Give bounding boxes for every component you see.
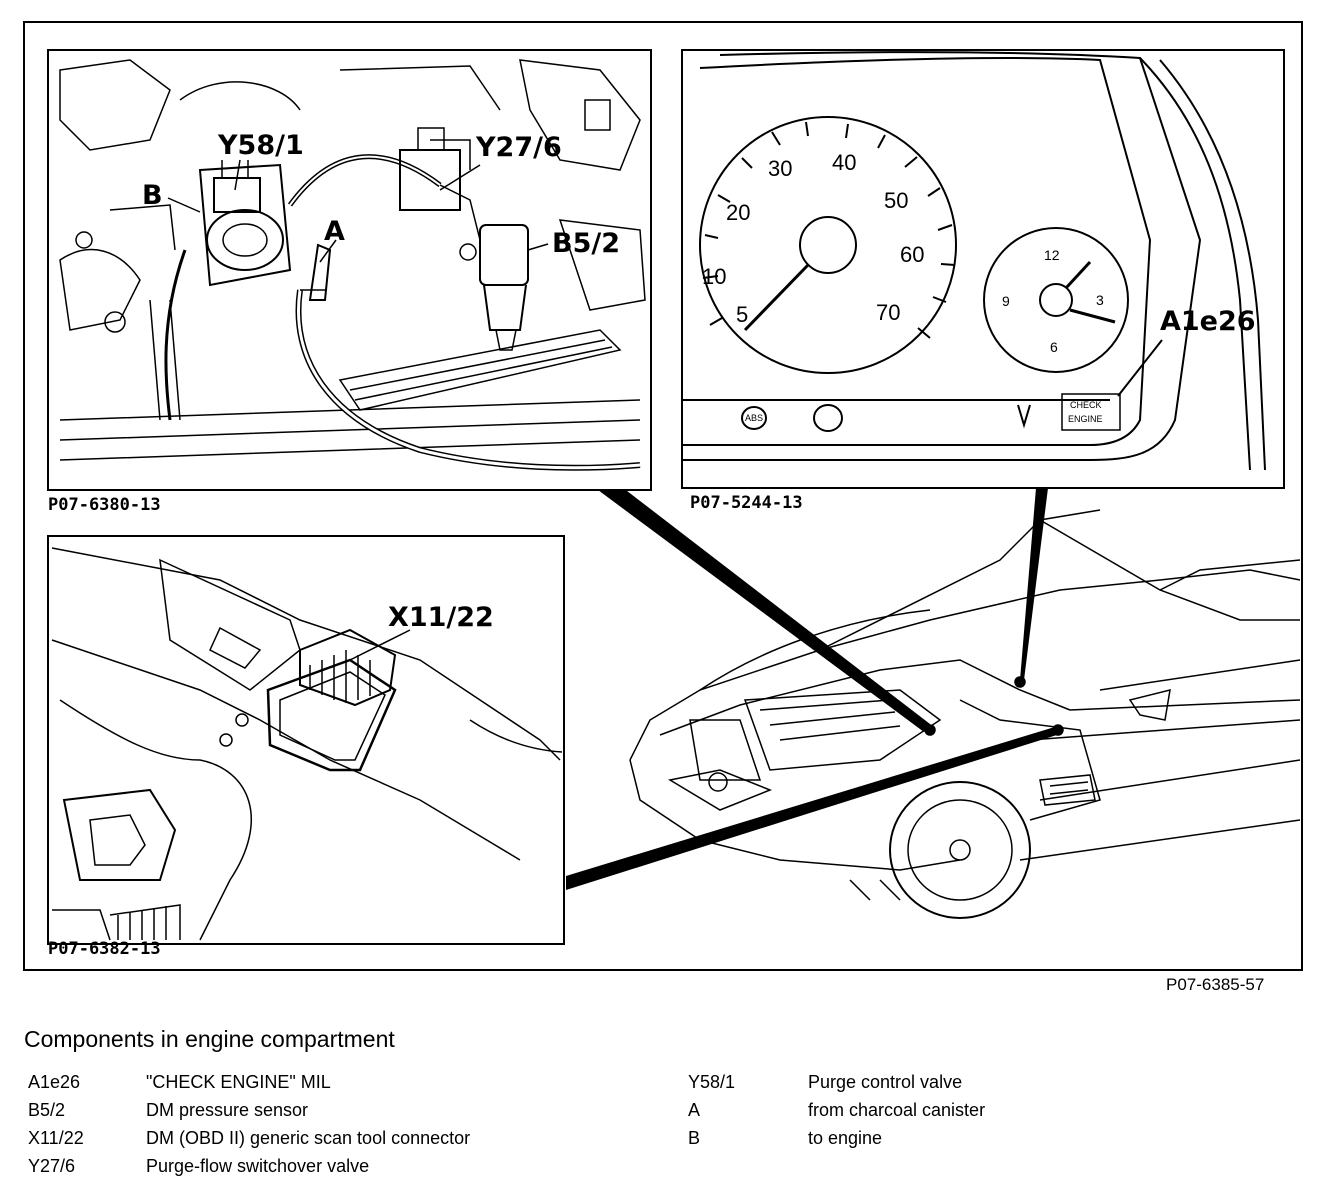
legend-left-column: A1e26 "CHECK ENGINE" MIL B5/2 DM pressur… — [28, 1068, 470, 1180]
legend-desc: Purge-flow switchover valve — [146, 1156, 370, 1176]
legend-code: A1e26 — [28, 1072, 81, 1092]
label-y58-1: Y58/1 — [217, 130, 304, 161]
speedo-tick-60: 60 — [900, 242, 924, 267]
panel-id-connector: P07-6382-13 — [48, 939, 161, 959]
legend-code: B — [688, 1128, 701, 1148]
label-b5-2: B5/2 — [552, 228, 620, 259]
abs-lamp-text: ABS — [745, 413, 763, 423]
legend-row: Y58/1 Purge control valve — [688, 1068, 985, 1096]
clock-tick-9: 9 — [1002, 293, 1010, 309]
clock-tick-6: 6 — [1050, 339, 1058, 355]
legend-desc: to engine — [808, 1128, 883, 1148]
diagram-canvas: Y58/1 Y27/6 B A B5/2 P07-6380-13 — [23, 21, 1303, 994]
speedo-tick-5: 5 — [736, 302, 748, 327]
legend-row: A from charcoal canister — [688, 1096, 985, 1124]
clock-tick-3: 3 — [1096, 292, 1104, 308]
legend-code: B5/2 — [28, 1100, 66, 1120]
legend-row: A1e26 "CHECK ENGINE" MIL — [28, 1068, 470, 1096]
legend-right-column: Y58/1 Purge control valve A from charcoa… — [688, 1068, 985, 1152]
legend-row: B to engine — [688, 1124, 985, 1152]
speedo-tick-30: 30 — [768, 156, 792, 181]
label-a1e26: A1e26 — [1160, 306, 1256, 337]
label-x11-22: X11/22 — [388, 602, 494, 633]
speedo-tick-40: 40 — [832, 150, 856, 175]
figure-main-id: P07-6385-57 — [1166, 975, 1264, 994]
legend-code: Y27/6 — [28, 1156, 76, 1176]
panel-connector: X11/22 P07-6382-13 — [47, 535, 565, 959]
legend-desc: from charcoal canister — [808, 1100, 986, 1120]
panel-cluster: 10 5 20 30 40 50 60 70 12 3 6 9 ABS CHEC… — [681, 49, 1285, 513]
clock-tick-12: 12 — [1044, 247, 1060, 263]
speedo-tick-70: 70 — [876, 300, 900, 325]
legend-code: X11/22 — [28, 1128, 84, 1148]
legend-desc: DM pressure sensor — [146, 1100, 309, 1120]
leader-engine-bay — [598, 484, 930, 732]
leader-connector — [566, 726, 1060, 890]
car-illustration — [629, 509, 1301, 919]
label-a: A — [324, 216, 345, 247]
panel-engine-bay: Y58/1 Y27/6 B A B5/2 P07-6380-13 — [47, 49, 652, 515]
outer-frame — [23, 21, 1303, 971]
panel-id-engine-bay: P07-6380-13 — [48, 495, 161, 515]
label-y27-6: Y27/6 — [475, 132, 562, 163]
legend-desc: DM (OBD II) generic scan tool connector — [146, 1128, 471, 1148]
check-engine-text-1: CHECK — [1070, 400, 1102, 410]
legend-title: Components in engine compartment — [24, 1026, 395, 1052]
check-engine-text-2: ENGINE — [1068, 414, 1103, 424]
legend-row: X11/22 DM (OBD II) generic scan tool con… — [28, 1124, 470, 1152]
label-b: B — [142, 180, 163, 211]
legend-row: B5/2 DM pressure sensor — [28, 1096, 470, 1124]
legend-code: Y58/1 — [688, 1072, 736, 1092]
legend-desc: "CHECK ENGINE" MIL — [146, 1072, 331, 1092]
legend-desc: Purge control valve — [808, 1072, 963, 1092]
speedo-tick-10: 10 — [702, 264, 726, 289]
legend-row: Y27/6 Purge-flow switchover valve — [28, 1152, 470, 1180]
speedo-tick-50: 50 — [884, 188, 908, 213]
leader-cluster — [1020, 488, 1048, 680]
speedo-tick-20: 20 — [726, 200, 750, 225]
legend-code: A — [688, 1100, 701, 1120]
panel-id-cluster: P07-5244-13 — [690, 493, 803, 513]
